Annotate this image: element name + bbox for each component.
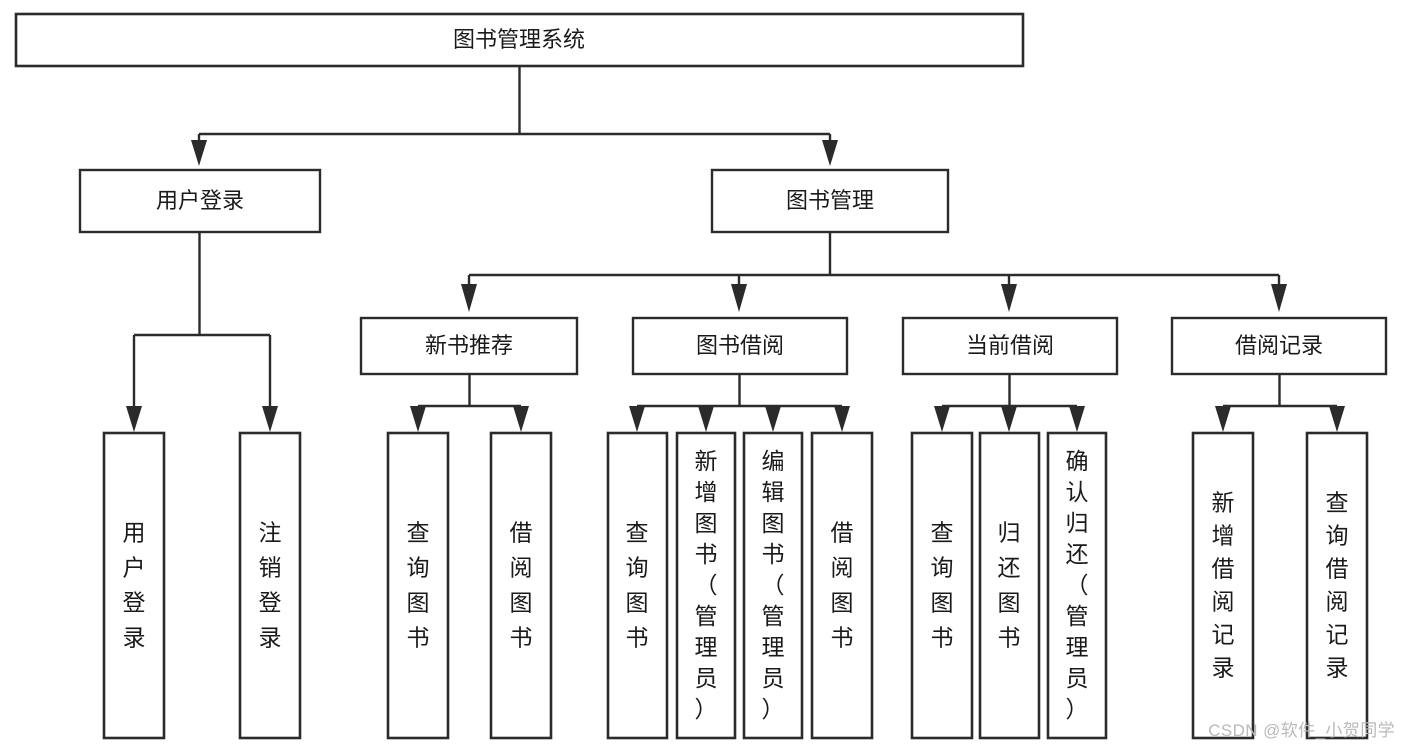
arrow-head-leaf-query-book-2: [629, 406, 645, 432]
leaf-node-query-borrow-record-box[interactable]: [1305, 431, 1369, 740]
arrow-head-current-borrow: [1001, 284, 1017, 312]
node-current-borrow[interactable]: 当前借阅: [901, 316, 1119, 376]
leaf-node-query-book-borrow-label: 查询图书: [626, 520, 649, 651]
node-book-manage[interactable]: 图书管理: [710, 168, 950, 234]
leaf-node-add-book-label: 新增图书（管理员）: [695, 448, 718, 722]
leaf-node-confirm-return-label: 确认归还（管理员）: [1066, 448, 1089, 722]
connector-group-user-login-leaves: [126, 232, 278, 432]
node-book-manage-label: 图书管理: [786, 188, 874, 213]
connector-group-current-borrow-leaves: [934, 374, 1085, 432]
node-book-borrow-label: 图书借阅: [696, 333, 784, 358]
node-user-login-box[interactable]: [78, 168, 322, 234]
node-borrow-record-box[interactable]: [1170, 316, 1388, 376]
node-new-book-recommend-box[interactable]: [359, 316, 579, 376]
leaf-node-edit-book[interactable]: 编辑图书（管理员）: [742, 431, 804, 740]
leaf-node-add-borrow-record[interactable]: 新增借阅记录: [1191, 431, 1255, 740]
leaf-node-borrow-book-recommend-box[interactable]: [489, 431, 553, 740]
leaf-node-query-borrow-record-label: 查询借阅记录: [1326, 490, 1349, 681]
leaf-node-logout-box[interactable]: [238, 431, 302, 740]
leaf-node-logout-label: 注销登录: [259, 520, 282, 651]
leaf-node-return-book-label: 归还图书: [998, 520, 1021, 651]
leaf-node-borrow-book-recommend-label: 借阅图书: [510, 520, 533, 651]
leaf-node-user-login-label: 用户登录: [123, 520, 146, 651]
leaf-node-query-book-current-label: 查询图书: [931, 520, 954, 651]
leaf-node-borrow-book-label: 借阅图书: [831, 520, 854, 651]
arrow-head-book-borrow: [731, 284, 747, 312]
arrow-head-leaf-return-book: [1001, 406, 1017, 432]
arrow-head-leaf-confirm-return: [1069, 406, 1085, 432]
leaf-node-borrow-book-box[interactable]: [810, 431, 874, 740]
leaf-node-query-book-borrow-box[interactable]: [606, 431, 669, 740]
leaf-node-borrow-book[interactable]: 借阅图书: [810, 431, 874, 740]
leaf-node-add-book[interactable]: 新增图书（管理员）: [675, 431, 737, 740]
leaf-node-confirm-return-box[interactable]: [1046, 431, 1108, 740]
node-borrow-record[interactable]: 借阅记录: [1170, 316, 1388, 376]
leaf-node-query-book-recommend[interactable]: 查询图书: [386, 431, 450, 740]
arrow-head-leaf-edit-book: [765, 406, 781, 432]
leaf-node-add-borrow-record-label: 新增借阅记录: [1212, 490, 1235, 681]
leaf-node-confirm-return[interactable]: 确认归还（管理员）: [1046, 431, 1108, 740]
node-current-borrow-box[interactable]: [901, 316, 1119, 376]
connector-group-book-manage: [461, 232, 1287, 312]
node-book-borrow-box[interactable]: [631, 316, 849, 376]
node-root-label: 图书管理系统: [453, 27, 585, 52]
leaf-node-query-book-recommend-label: 查询图书: [407, 520, 430, 651]
connector-group-book-borrow-leaves: [629, 374, 850, 432]
node-borrow-record-label: 借阅记录: [1235, 333, 1323, 358]
arrow-head-leaf-logout: [262, 406, 278, 432]
leaf-node-user-login[interactable]: 用户登录: [102, 431, 166, 740]
node-root[interactable]: 图书管理系统: [14, 12, 1025, 68]
leaf-node-return-book-box[interactable]: [978, 431, 1041, 740]
leaf-node-query-book-current[interactable]: 查询图书: [910, 431, 974, 740]
node-book-manage-box[interactable]: [710, 168, 950, 234]
leaf-node-query-book-current-box[interactable]: [910, 431, 974, 740]
leaf-node-query-borrow-record[interactable]: 查询借阅记录: [1305, 431, 1369, 740]
node-user-login[interactable]: 用户登录: [78, 168, 322, 234]
leaf-node-edit-book-box[interactable]: [742, 431, 804, 740]
node-book-borrow[interactable]: 图书借阅: [631, 316, 849, 376]
arrow-head-leaf-add-book: [698, 406, 714, 432]
arrow-head-borrow-record: [1271, 284, 1287, 312]
node-user-login-label: 用户登录: [156, 188, 244, 213]
arrow-head-leaf-borrow-book-1: [513, 406, 529, 432]
arrow-head-leaf-query-record: [1329, 406, 1345, 432]
leaf-node-borrow-book-recommend[interactable]: 借阅图书: [489, 431, 553, 740]
node-new-book-recommend-label: 新书推荐: [425, 333, 513, 358]
leaf-node-logout[interactable]: 注销登录: [238, 431, 302, 740]
arrow-head-leaf-query-book-1: [410, 406, 426, 432]
arrow-head-leaf-query-book-3: [934, 406, 950, 432]
leaf-node-edit-book-label: 编辑图书（管理员）: [762, 448, 785, 722]
connector-group-new-book-leaves: [410, 374, 529, 432]
node-current-borrow-label: 当前借阅: [966, 333, 1054, 358]
node-root-box[interactable]: [14, 12, 1025, 68]
arrow-head-leaf-borrow-book-2: [834, 406, 850, 432]
arrow-head-leaf-user-login: [126, 406, 142, 432]
arrow-head-book-manage: [822, 140, 838, 166]
arrow-head-leaf-add-record: [1215, 406, 1231, 432]
connector-group-borrow-record-leaves: [1215, 374, 1345, 432]
connector-group-root: [191, 66, 838, 166]
leaf-node-add-borrow-record-box[interactable]: [1191, 431, 1255, 740]
arrow-head-user-login: [191, 140, 207, 166]
leaf-node-query-book-borrow[interactable]: 查询图书: [606, 431, 669, 740]
leaf-node-user-login-box[interactable]: [102, 431, 166, 740]
leaf-node-query-book-recommend-box[interactable]: [386, 431, 450, 740]
node-new-book-recommend[interactable]: 新书推荐: [359, 316, 579, 376]
arrow-head-new-book: [461, 284, 477, 312]
leaf-node-add-book-box[interactable]: [675, 431, 737, 740]
leaf-node-return-book[interactable]: 归还图书: [978, 431, 1041, 740]
